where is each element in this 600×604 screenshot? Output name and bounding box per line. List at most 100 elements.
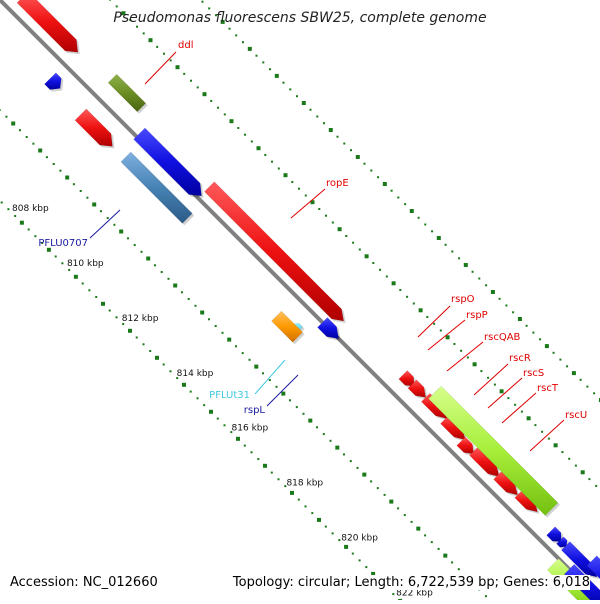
gene-feature[interactable]: [546, 526, 562, 542]
tick-mark: [430, 541, 433, 544]
tick-mark: [424, 223, 427, 226]
tick-mark: [296, 95, 298, 98]
gene-feature[interactable]: [586, 555, 600, 600]
tick-mark: [329, 439, 332, 442]
gene-label-rscT[interactable]: rscT: [537, 383, 559, 394]
gene-feature[interactable]: [271, 310, 303, 343]
tick-mark: [119, 229, 124, 234]
gene-label-rspO[interactable]: rspO: [451, 294, 475, 305]
scale-label: 814 kbp: [177, 369, 214, 379]
gene-label-PFLU0707[interactable]: PFLU0707: [38, 238, 88, 249]
tick-mark: [376, 487, 379, 490]
tick-mark: [263, 463, 267, 468]
tick-mark: [99, 210, 102, 213]
tick-mark: [322, 433, 325, 436]
gene-feature[interactable]: [120, 151, 193, 224]
tick-mark: [196, 86, 199, 89]
gene-feature[interactable]: [74, 108, 113, 147]
tick-mark: [309, 108, 312, 111]
tick-mark: [451, 561, 454, 564]
tick-mark: [355, 155, 360, 159]
tick-mark: [163, 52, 165, 55]
tick-mark: [129, 18, 132, 21]
tick-mark: [598, 398, 600, 403]
tick-mark: [54, 255, 57, 258]
gene-feature[interactable]: [44, 72, 62, 90]
tick-mark: [254, 364, 259, 369]
tick-mark: [149, 350, 152, 352]
tick-mark: [176, 377, 179, 380]
tick-mark: [227, 337, 232, 342]
tick-mark: [45, 156, 48, 159]
tick-mark: [115, 316, 118, 319]
tick-mark: [250, 140, 253, 143]
gene-feature[interactable]: [561, 541, 598, 578]
tick-mark: [86, 196, 89, 199]
tick-mark: [358, 559, 361, 562]
gene-feature[interactable]: [556, 536, 568, 548]
tick-mark: [345, 235, 348, 237]
tick-mark: [270, 471, 273, 474]
gene-label-rspP[interactable]: rspP: [466, 310, 488, 321]
tick-mark: [451, 250, 454, 253]
gene-labels: ddl ropE PFLU0707 rspO rspP rscQAB rscR …: [38, 40, 587, 421]
gene-label-rscS[interactable]: rscS: [523, 368, 544, 379]
gene-feature[interactable]: [16, 0, 79, 53]
gene-feature[interactable]: [133, 127, 202, 197]
tick-mark: [262, 372, 264, 375]
tick-mark: [588, 478, 591, 481]
gene-label-rscQAB[interactable]: rscQAB: [484, 332, 521, 343]
tick-mark: [223, 424, 226, 427]
tick-mark: [437, 547, 440, 550]
tick-mark: [453, 343, 456, 345]
leader-line-rscQAB: [446, 341, 484, 372]
tick-mark: [250, 451, 253, 454]
gene-label-ropE[interactable]: ropE: [326, 178, 349, 189]
tick-mark: [169, 59, 172, 62]
gene-label-ddl[interactable]: ddl: [178, 40, 193, 51]
tick-mark: [487, 376, 490, 379]
tick-mark: [46, 247, 51, 252]
tick-mark: [142, 32, 145, 35]
tick-mark: [317, 517, 321, 522]
tick-mark: [324, 525, 327, 528]
tick-mark: [532, 331, 535, 334]
tick-mark: [133, 244, 136, 246]
gene-feature[interactable]: [456, 436, 475, 455]
tick-mark: [493, 383, 496, 386]
tick-mark: [11, 121, 16, 126]
tick-mark: [478, 277, 481, 280]
gene-label-rscR[interactable]: rscR: [509, 353, 531, 364]
tick-mark: [202, 92, 207, 97]
gene-feature[interactable]: [428, 385, 559, 516]
tick-mark: [190, 79, 192, 82]
gene-feature[interactable]: [204, 181, 345, 322]
gene-label-rscU[interactable]: rscU: [565, 410, 587, 421]
gene-feature[interactable]: [107, 73, 147, 113]
tick-mark: [410, 520, 413, 523]
tick-mark: [208, 7, 211, 10]
gene-feature[interactable]: [398, 370, 415, 387]
tick-mark: [403, 514, 406, 517]
leader-line-PFLUt31: [254, 359, 286, 395]
tick-mark: [182, 382, 186, 387]
tick-row: [201, 0, 600, 403]
gene-feature[interactable]: [407, 379, 427, 398]
tick-mark: [61, 262, 64, 265]
tick-mark: [343, 453, 345, 456]
tick-mark: [295, 406, 298, 409]
tick-mark: [241, 352, 244, 355]
tick-mark: [460, 349, 463, 352]
tick-mark: [214, 325, 217, 327]
gene-label-PFLUt31[interactable]: PFLUt31: [209, 390, 250, 401]
gene-label-rspL[interactable]: rspL: [244, 405, 266, 416]
gene-feature[interactable]: [317, 317, 340, 340]
tick-mark: [38, 148, 43, 153]
tick-mark: [19, 220, 24, 225]
tick-mark: [412, 302, 415, 305]
tick-mark: [559, 358, 562, 361]
tick-mark: [399, 289, 402, 291]
